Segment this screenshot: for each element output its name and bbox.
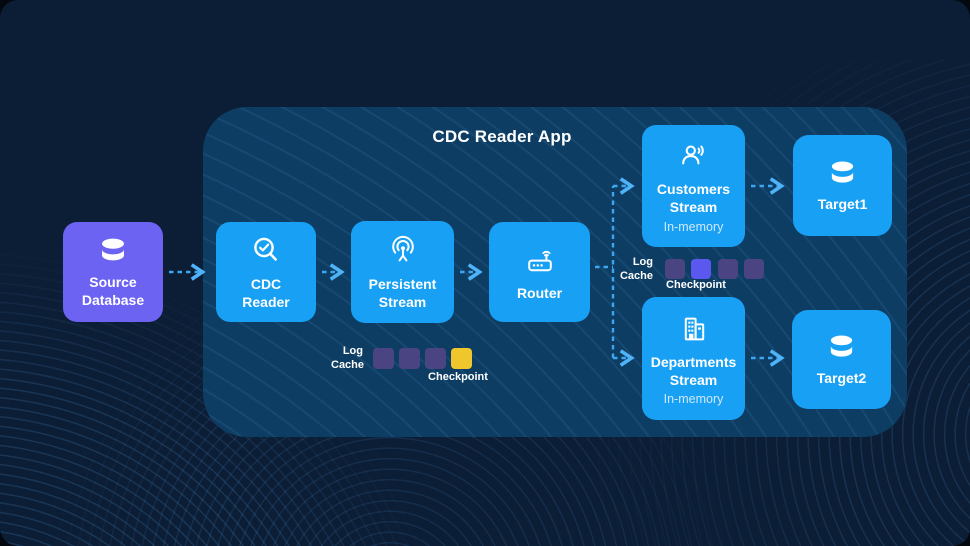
node-sublabel: In-memory	[663, 219, 724, 234]
log-cache-persistent: Log Cache	[331, 344, 472, 373]
node-departments-stream: Departments Stream In-memory	[642, 297, 745, 420]
cache-square-checkpoint-yellow	[451, 347, 472, 369]
cache-square-default	[373, 347, 394, 369]
router-icon	[522, 242, 558, 278]
node-sublabel: In-memory	[663, 392, 724, 407]
node-target2: Target2	[792, 310, 891, 409]
cache-square-checkpoint-purple	[691, 259, 711, 280]
search-check-icon	[248, 233, 284, 269]
database-icon	[827, 158, 858, 189]
antenna-icon	[385, 233, 421, 269]
buildings-icon	[676, 311, 712, 347]
panel-title: CDC Reader App	[432, 127, 572, 146]
node-router: Router	[489, 222, 590, 322]
database-icon	[97, 235, 129, 267]
node-customers-stream: Customers Stream In-memory	[642, 125, 745, 247]
person-voice-icon	[676, 138, 712, 174]
node-label: Router	[516, 284, 563, 301]
node-cdc-reader: CDC Reader	[216, 222, 316, 322]
node-target1: Target1	[793, 135, 892, 236]
log-cache-label: Log Cache	[331, 345, 365, 372]
node-label: Target1	[817, 195, 868, 212]
cache-square-default	[664, 259, 685, 280]
node-label: CDC Reader	[242, 275, 290, 310]
cache-square-default	[399, 347, 420, 369]
cache-square-default	[425, 347, 446, 369]
cache-square-default	[717, 259, 738, 280]
log-cache-label: Log Cache	[619, 256, 653, 283]
checkpoint-label: Checkpoint	[428, 371, 488, 383]
node-source-database: Source Database	[63, 222, 163, 322]
node-label: Persistent Stream	[368, 275, 437, 310]
database-icon	[826, 332, 857, 363]
log-cache-squares	[368, 347, 472, 369]
node-label: Departments Stream	[650, 353, 737, 388]
node-persistent-stream: Persistent Stream	[351, 221, 454, 323]
log-cache-squares	[658, 259, 764, 280]
checkpoint-label: Checkpoint	[666, 279, 726, 291]
node-label: Source Database	[81, 273, 145, 308]
node-label: Customers Stream	[656, 181, 731, 215]
node-label: Target2	[816, 369, 867, 386]
cache-square-default	[744, 259, 764, 280]
log-cache-customers: Log Cache	[619, 255, 764, 284]
